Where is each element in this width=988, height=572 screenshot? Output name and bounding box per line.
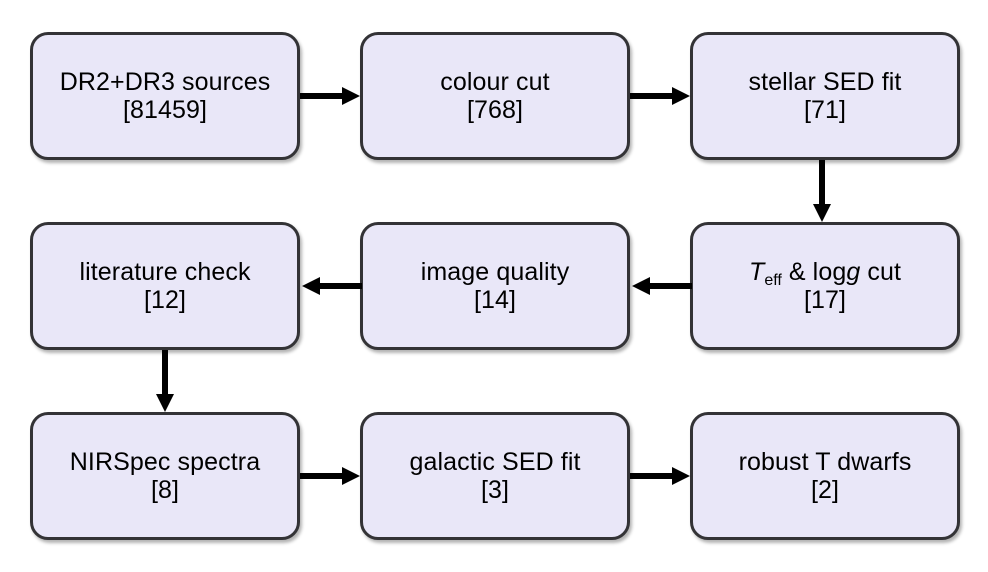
- label-mid: & log: [781, 257, 847, 286]
- node-count: [71]: [803, 96, 847, 124]
- node-stellar-sed-fit[interactable]: stellar SED fit [71]: [690, 32, 960, 160]
- node-robust-t-dwarfs[interactable]: robust T dwarfs [2]: [690, 412, 960, 540]
- node-label: DR2+DR3 sources: [59, 67, 271, 96]
- node-count: [8]: [150, 476, 180, 504]
- arrow-teff-logg-cut-to-image-quality: [630, 270, 692, 302]
- arrow-galactic-sed-fit-to-robust-t-dwarfs: [630, 460, 692, 492]
- node-image-quality[interactable]: image quality [14]: [360, 222, 630, 350]
- teff-symbol: T: [748, 257, 765, 286]
- node-label: robust T dwarfs: [738, 447, 912, 476]
- node-colour-cut[interactable]: colour cut [768]: [360, 32, 630, 160]
- node-label: stellar SED fit: [748, 67, 902, 96]
- node-label: Teff & logg cut: [748, 257, 902, 289]
- logg-symbol: g: [846, 257, 861, 286]
- node-dr2-dr3-sources[interactable]: DR2+DR3 sources [81459]: [30, 32, 300, 160]
- node-count: [81459]: [122, 96, 208, 124]
- arrow-colour-cut-to-stellar-sed-fit: [630, 80, 692, 112]
- node-label: literature check: [79, 257, 251, 286]
- arrow-dr2-to-colour-cut: [300, 80, 362, 112]
- node-count: [12]: [143, 286, 187, 314]
- node-galactic-sed-fit[interactable]: galactic SED fit [3]: [360, 412, 630, 540]
- arrow-literature-check-to-nirspec-spectra: [149, 350, 181, 414]
- node-label: image quality: [420, 257, 570, 286]
- node-count: [17]: [803, 286, 847, 314]
- node-count: [2]: [810, 476, 840, 504]
- arrow-stellar-sed-fit-to-teff-logg-cut: [806, 160, 838, 224]
- teff-subscript: eff: [764, 271, 782, 289]
- node-teff-logg-cut[interactable]: Teff & logg cut [17]: [690, 222, 960, 350]
- arrow-image-quality-to-literature-check: [300, 270, 362, 302]
- node-count: [768]: [466, 96, 524, 124]
- node-label: colour cut: [440, 67, 550, 96]
- arrow-nirspec-spectra-to-galactic-sed-fit: [300, 460, 362, 492]
- node-count: [3]: [480, 476, 510, 504]
- node-label: galactic SED fit: [409, 447, 581, 476]
- label-tail: cut: [860, 257, 902, 286]
- node-literature-check[interactable]: literature check [12]: [30, 222, 300, 350]
- node-count: [14]: [473, 286, 517, 314]
- node-label: NIRSpec spectra: [69, 447, 261, 476]
- node-nirspec-spectra[interactable]: NIRSpec spectra [8]: [30, 412, 300, 540]
